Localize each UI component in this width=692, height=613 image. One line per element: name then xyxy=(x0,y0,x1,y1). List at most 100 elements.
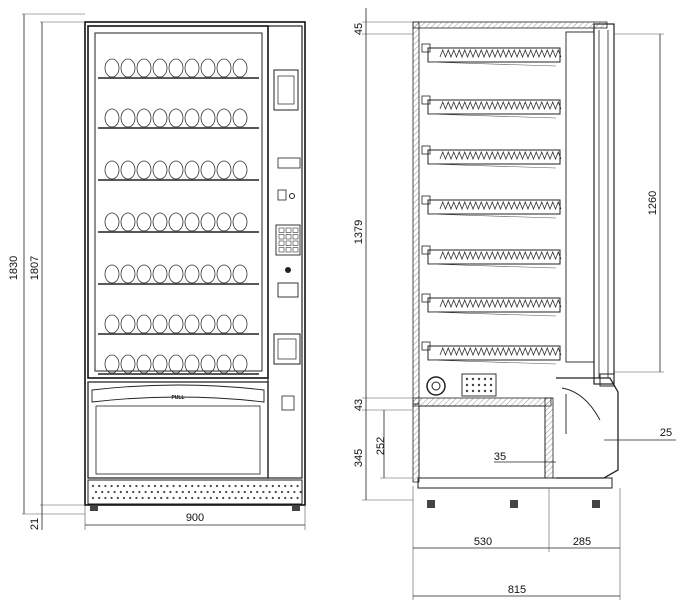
bill-acceptor xyxy=(277,282,299,298)
keypad-key xyxy=(292,227,299,233)
product-bottle xyxy=(136,354,152,374)
pull-label: PULL xyxy=(171,395,184,401)
front-view: PULL 1830 1807 21 900 xyxy=(8,13,306,530)
grille-dot xyxy=(166,484,169,488)
grille-dot xyxy=(104,496,107,500)
coin-insert xyxy=(277,189,287,201)
grille-dot xyxy=(296,484,299,488)
keypad-key xyxy=(278,234,285,240)
product-bottle xyxy=(216,314,232,334)
grille-dot xyxy=(259,484,262,488)
grille-dot xyxy=(197,484,200,488)
compressor-dot xyxy=(471,383,475,387)
grille-dot xyxy=(274,490,277,494)
compressor-dot xyxy=(477,383,481,387)
tray-motor xyxy=(421,245,431,255)
grille-dot xyxy=(191,484,194,488)
grille-dot xyxy=(296,496,299,500)
delivery-window xyxy=(95,405,261,475)
grille-dot xyxy=(215,496,219,500)
grille-dot xyxy=(160,484,163,488)
grille-dot xyxy=(287,490,290,494)
side-view: 45 1379 43 345 252 1260 35 25 530 285 81… xyxy=(353,8,676,600)
tray-rail xyxy=(427,113,557,119)
grille-dot xyxy=(209,496,212,500)
grille-dot xyxy=(187,490,191,494)
grille-dot xyxy=(138,490,141,494)
grille-dot xyxy=(299,490,302,494)
control-panel-column xyxy=(267,25,303,479)
dim-depth-rear: 285 xyxy=(573,536,591,548)
change-cup xyxy=(281,395,295,411)
grille-dot xyxy=(116,496,119,500)
dim-width: 900 xyxy=(186,512,204,524)
elevator-column xyxy=(565,31,595,363)
product-bottle xyxy=(168,160,184,180)
delivery-area xyxy=(87,381,269,479)
grille-dot xyxy=(256,490,259,494)
grille-dot xyxy=(119,490,122,494)
product-bottle xyxy=(200,160,216,180)
grille-dot xyxy=(129,496,132,500)
keypad-keys xyxy=(278,227,299,253)
dim-base-height: 21 xyxy=(29,518,41,530)
grille-dot xyxy=(271,484,274,488)
compressor-dot xyxy=(483,377,487,381)
tray-rail xyxy=(427,263,557,269)
product-bottle xyxy=(216,58,232,78)
grille-dot xyxy=(222,484,225,488)
spiral-coil xyxy=(439,150,562,161)
compressor-grille xyxy=(461,373,497,397)
product-bottle xyxy=(232,354,248,374)
grille-dot xyxy=(98,484,101,488)
dim-door-glass-height: 1260 xyxy=(647,191,659,215)
grille-dot xyxy=(153,484,157,488)
side-door xyxy=(593,23,615,385)
fan-icon xyxy=(426,376,446,396)
card-reader-panel xyxy=(273,333,301,365)
compressor-dot xyxy=(489,389,493,393)
base-grille xyxy=(87,479,303,505)
divider-wall xyxy=(544,397,554,479)
keypad-key xyxy=(278,247,285,253)
product-bottle xyxy=(200,212,216,232)
grille-dot xyxy=(156,490,160,494)
selection-label xyxy=(277,157,301,169)
compressor-dot xyxy=(465,377,469,381)
product-bottle xyxy=(200,108,216,128)
product-bottle xyxy=(104,354,120,374)
product-bottle xyxy=(104,160,120,180)
product-bottle xyxy=(200,58,216,78)
grille-dot xyxy=(91,484,95,488)
compressor-dot xyxy=(489,377,493,381)
dim-inner-height: 1379 xyxy=(353,220,365,244)
product-bottle xyxy=(184,314,200,334)
product-bottle xyxy=(168,212,184,232)
compressor-dots xyxy=(465,377,493,393)
grille-dot xyxy=(166,496,169,500)
product-bottle xyxy=(136,264,152,284)
floor-wall xyxy=(412,397,552,407)
product-bottle xyxy=(168,354,184,374)
grille-dot xyxy=(206,490,209,494)
spiral-coil xyxy=(439,250,562,261)
dim-base-total: 345 xyxy=(353,449,365,467)
product-bottle xyxy=(152,314,168,334)
product-bottle xyxy=(104,212,120,232)
grille-dot xyxy=(265,484,268,488)
dim-base-inner: 252 xyxy=(375,437,387,455)
grille-dot xyxy=(91,496,95,500)
grille-dot xyxy=(280,490,284,494)
product-bottle xyxy=(120,212,136,232)
product-bottle xyxy=(168,58,184,78)
side-foot-mid xyxy=(510,500,518,508)
grille-dot xyxy=(175,490,178,494)
display-screen xyxy=(277,75,295,105)
front-shelves xyxy=(98,58,259,375)
grille-dot xyxy=(113,490,116,494)
grille-dot xyxy=(249,490,253,494)
product-bottle xyxy=(152,354,168,374)
spiral-coil xyxy=(439,100,562,111)
dim-depth-front: 530 xyxy=(474,536,492,548)
product-bottle xyxy=(184,160,200,180)
